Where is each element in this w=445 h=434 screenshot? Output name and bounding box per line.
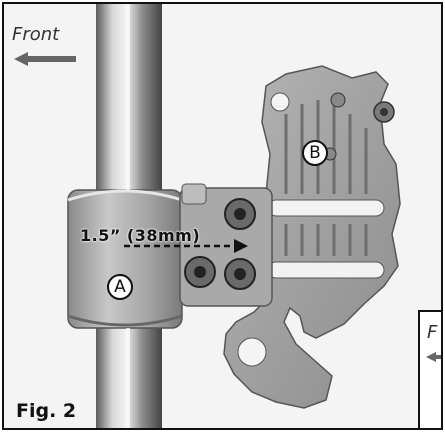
- inset-letter: F: [427, 322, 438, 343]
- figure-panel: Front 1.5” (38mm) A B Fig. 2 F: [2, 2, 443, 430]
- tube-clamp: [67, 189, 183, 329]
- figure-label: Fig. 2: [16, 400, 77, 422]
- inset-arrow-icon: [426, 352, 441, 362]
- measurement-arrow: [124, 239, 248, 253]
- inset-figure: F: [418, 310, 441, 428]
- callout-a: A: [107, 274, 133, 300]
- product-photo: [67, 4, 401, 428]
- direction-label: Front: [12, 24, 60, 45]
- measurement-label: 1.5” (38mm): [80, 226, 201, 245]
- left-arrow-icon: [14, 52, 76, 66]
- clamp-bolts: [184, 198, 256, 290]
- callout-b: B: [302, 140, 328, 166]
